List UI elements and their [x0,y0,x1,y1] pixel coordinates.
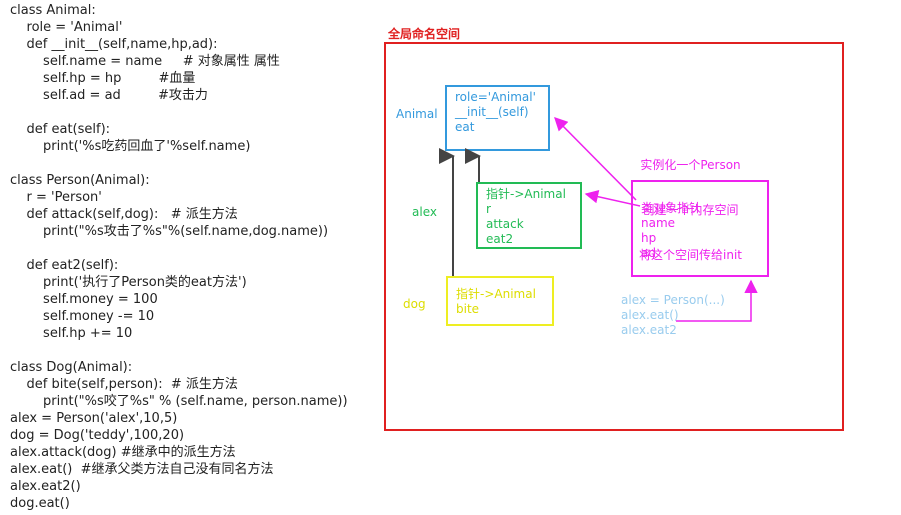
call-eat: alex.eat() [621,308,679,322]
instance-to-person-arrow [584,190,641,207]
instantiation-note-line: 将这个空间传给init [639,248,742,262]
code-line: alex = Person('alex',10,5) [10,411,178,426]
instance-attr-name: name [641,216,676,230]
code-line: class Dog(Animal): [10,360,133,375]
init-to-animal-arrow [554,117,637,201]
eat-call-arrow [676,279,758,322]
call-list: alex = Person(...) alex.eat() alex.eat2 [613,293,733,343]
animal-class-box: role='Animal' __init__(self) eat [445,85,550,151]
animal-attr-init: __init__(self) [455,105,529,119]
code-line: print("%s咬了%s" % (self.name, person.name… [10,394,348,409]
code-line: def bite(self,person): # 派生方法 [10,377,238,392]
code-line: r = 'Person' [10,190,102,205]
global-namespace-title: 全局命名空间 [388,27,461,41]
code-line: class Animal: [10,3,96,18]
code-line: self.hp = hp #血量 [10,71,196,86]
person-label: alex [412,205,437,219]
code-line: alex.eat() #继承父类方法自己没有同名方法 [10,462,274,477]
instance-class-pointer: 类对象指针 [641,201,702,215]
instance-attr-ad: ad [641,246,656,260]
code-line: role = 'Animal' [10,20,123,35]
animal-attr-role: role='Animal' [455,90,536,104]
code-line: def eat(self): [10,122,111,137]
code-line: self.money = 100 [10,292,158,307]
code-line: dog = Dog('teddy',100,20) [10,428,185,443]
dog-attr-pointer: 指针->Animal [456,287,536,301]
code-line: alex.attack(dog) #继承中的派生方法 [10,445,236,460]
code-line: print('执行了Person类的eat方法') [10,275,247,290]
person-class-box: 指针->Animal r attack eat2 [476,182,582,249]
instance-box: 类对象指针 name hp ad [631,180,769,277]
dog-label: dog [403,297,426,311]
code-listing: class Animal: role = 'Animal' def __init… [10,2,380,512]
code-line: class Person(Animal): [10,173,150,188]
animal-attr-eat: eat [455,120,475,134]
person-attr-attack: attack [486,217,524,231]
call-eat2: alex.eat2 [621,323,677,337]
code-line: self.ad = ad #攻击力 [10,88,208,103]
person-attr-pointer: 指针->Animal [486,187,566,201]
code-line: def attack(self,dog): # 派生方法 [10,207,238,222]
code-line: print('%s吃药回血了'%self.name) [10,139,251,154]
global-namespace-frame [384,42,844,431]
code-line: alex.eat2() [10,479,81,494]
code-line: self.name = name # 对象属性 属性 [10,54,280,69]
instantiation-note-line: 创建一个内存空间 [642,203,739,217]
animal-label: Animal [396,107,438,121]
code-line: print("%s攻击了%s"%(self.name,dog.name)) [10,224,329,239]
dog-attr-bite: bite [456,302,480,316]
person-attr-r: r [486,202,491,216]
instantiation-note: 实例化一个Person 创建一个内存空间 将这个空间传给init [633,128,748,278]
call-person: alex = Person(...) [621,293,725,307]
code-line: def __init__(self,name,hp,ad): [10,37,218,52]
person-attr-eat2: eat2 [486,232,514,246]
code-line: dog.eat() [10,496,70,511]
code-line: self.hp += 10 [10,326,133,341]
instance-attr-hp: hp [641,231,657,245]
code-line: self.money -= 10 [10,309,155,324]
dog-class-box: 指针->Animal bite [446,276,554,326]
instantiation-note-line: 实例化一个Person [640,158,741,172]
code-line: def eat2(self): [10,258,119,273]
